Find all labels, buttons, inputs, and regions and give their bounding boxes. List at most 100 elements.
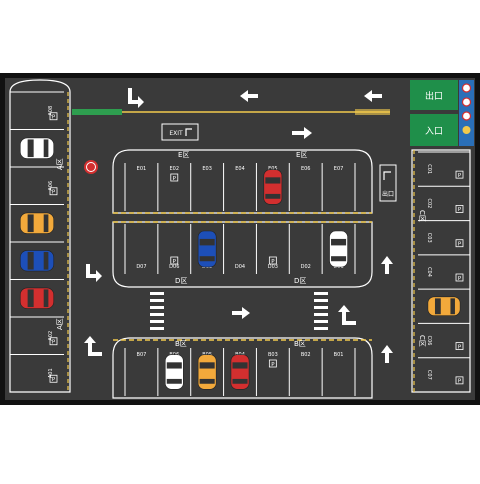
slot-label: A02 <box>48 331 54 341</box>
arrow-turn-up-icon <box>338 305 356 325</box>
parked-car <box>427 296 461 317</box>
parking-badge-icon <box>170 256 179 265</box>
arrow-right-icon <box>292 127 312 139</box>
no-entry-icon <box>461 97 472 107</box>
parking-badge-letter: P <box>458 379 462 385</box>
car-body <box>427 296 461 317</box>
parking-badge-icon <box>455 376 464 385</box>
parked-car <box>19 137 55 159</box>
car-rear-window <box>199 256 215 262</box>
slot-label: D07 <box>136 264 146 270</box>
car-windshield <box>27 214 34 233</box>
car-body <box>197 230 217 268</box>
arrow-up-icon <box>381 345 393 363</box>
slot-label: A08 <box>48 106 54 116</box>
exit-sign-sub: 出口 <box>382 190 394 198</box>
car-body <box>329 230 348 268</box>
road-arrows <box>84 88 393 363</box>
arrow-turn-right-icon <box>128 88 144 108</box>
slot-label: D03 <box>268 264 278 270</box>
car-body <box>164 354 184 390</box>
slot-label: C07 <box>426 370 432 380</box>
parked-car <box>263 169 283 205</box>
car-body <box>19 287 55 309</box>
car-body <box>19 137 55 159</box>
arrow-turn-up-icon <box>84 336 102 356</box>
zone-e-label: E区 <box>178 151 189 159</box>
parking-badge-icon <box>455 205 464 213</box>
car-windshield <box>434 298 441 315</box>
car-rear-window <box>450 298 455 315</box>
car-windshield <box>331 238 347 246</box>
car-body <box>197 354 217 390</box>
yellow-stripe-band <box>355 109 390 115</box>
row-d-parking <box>112 221 373 288</box>
parking-badge-letter: P <box>271 259 275 265</box>
car-rear-window <box>43 289 49 308</box>
car-body <box>19 250 55 272</box>
row-b-parking <box>112 337 373 399</box>
exit-arrow-icon <box>185 128 192 136</box>
slot-label: B01 <box>334 352 344 358</box>
arrow-left-icon <box>240 90 258 102</box>
zone-c-label: C区 <box>418 210 426 222</box>
car-rear-window <box>331 256 347 262</box>
slot-label: C03 <box>426 233 432 243</box>
car-rear-window <box>43 139 49 158</box>
left-parking-column <box>9 79 71 393</box>
parked-car <box>197 354 217 390</box>
car-body <box>263 169 283 205</box>
gate-banner-top <box>410 80 458 110</box>
asphalt-surface <box>5 78 475 400</box>
speed-limit-icon <box>461 83 472 93</box>
slot-label: B03 <box>268 352 278 358</box>
parking-badge-letter: P <box>52 377 56 383</box>
slot-label: E04 <box>235 166 245 172</box>
parked-car <box>197 230 217 268</box>
zone-e-label-right: E区 <box>296 151 307 159</box>
parking-badge-icon <box>49 337 58 346</box>
car-rear-window <box>166 378 182 384</box>
zone-a-label-lower: A区 <box>56 318 64 330</box>
parking-badge-letter: P <box>458 207 462 213</box>
car-rear-window <box>43 214 49 233</box>
slot-label: D06 <box>169 264 179 270</box>
car-windshield <box>166 362 182 369</box>
slot-label: A01 <box>48 368 54 378</box>
car-windshield <box>199 238 215 246</box>
car-rear-window <box>265 193 281 199</box>
exit-sign-right: 出口 <box>379 164 397 202</box>
entrance-stripes <box>72 109 390 115</box>
parking-badge-letter: P <box>173 259 177 265</box>
car-body <box>19 212 55 234</box>
parked-car <box>329 230 348 268</box>
exit-sign-top: EXIT <box>161 123 199 141</box>
car-body <box>230 354 250 390</box>
row-e-parking <box>112 149 373 214</box>
warning-icon <box>462 126 471 134</box>
arrow-right-icon <box>232 307 250 319</box>
parking-badge-letter: P <box>52 190 56 196</box>
zone-d-label-right: D区 <box>294 277 306 285</box>
gate-banner: 出口 入口 <box>410 80 474 146</box>
car-windshield <box>199 362 215 369</box>
slot-label: C02 <box>426 198 432 208</box>
arrow-up-icon <box>381 256 393 274</box>
slot-label: C01 <box>426 164 432 174</box>
parking-badge-icon <box>49 112 58 121</box>
parking-badge-letter: P <box>271 362 275 368</box>
no-horn-icon <box>461 111 472 121</box>
row-b-outline <box>112 337 373 399</box>
parked-car <box>164 354 184 390</box>
slot-label: B07 <box>137 352 147 358</box>
slot-label: E05 <box>268 166 278 172</box>
car-windshield <box>265 177 281 184</box>
slot-label: E07 <box>334 166 344 172</box>
parking-badge-letter: P <box>458 173 462 179</box>
zone-d-label: D区 <box>175 277 187 285</box>
left-column-outline <box>9 79 71 393</box>
parking-badge-icon <box>455 273 464 282</box>
slot-label: E06 <box>301 166 311 172</box>
parking-badge-letter: P <box>52 115 56 121</box>
slot-label: D02 <box>301 264 311 270</box>
